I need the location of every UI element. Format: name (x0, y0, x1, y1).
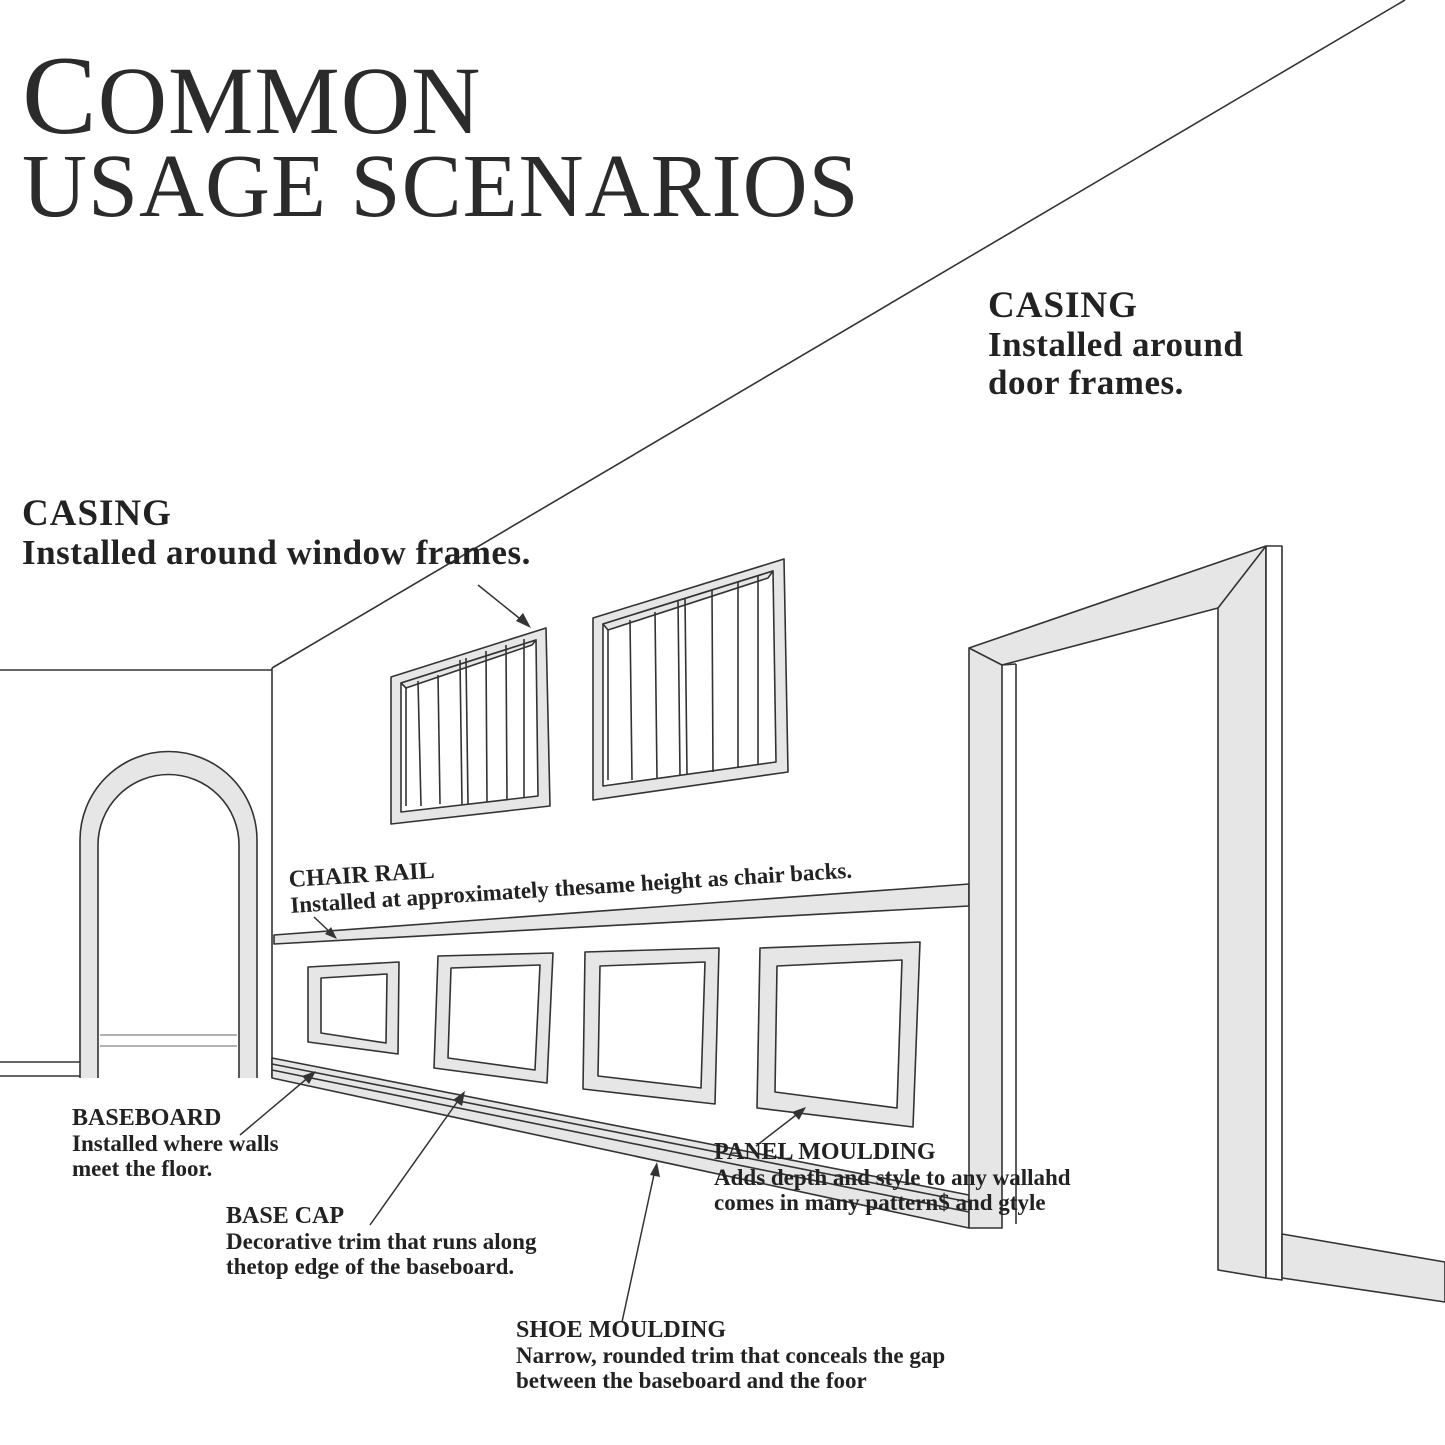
page-title-line2: USAGE SCENARIOS (22, 137, 860, 236)
panel-moulding-heading: PANEL MOULDING (714, 1139, 936, 1165)
baseboard-heading: BASEBOARD (72, 1105, 222, 1131)
panel-moulding-line1: Adds depth and style to any wallahd (714, 1164, 1071, 1190)
casing-window-line1: Installed around window frames. (22, 532, 531, 572)
arrow-panel-moulding (755, 1107, 806, 1147)
window-right (592, 558, 789, 801)
baseboard-assembly (271, 1057, 970, 1229)
baseboard-line1: Installed where walls (72, 1130, 279, 1156)
shoe-moulding-line1: Narrow, rounded trim that conceals the g… (516, 1342, 946, 1368)
casing-door-line1: Installed around (988, 324, 1244, 364)
title-rest: OMMON (97, 47, 482, 154)
base-cap-heading: BASE CAP (226, 1203, 345, 1229)
label-base-cap: BASE CAP Decorative trim that runs along… (226, 1203, 537, 1280)
arrow-baseboard (239, 1071, 316, 1136)
casing-door-heading: CASING (988, 285, 1138, 326)
label-casing-window: CASING Installed around window frames. (22, 494, 531, 572)
label-panel-moulding: PANEL MOULDING Adds depth and style to a… (714, 1139, 1071, 1216)
panel-moulding-line2: comes in many pattern$ and gtyle (714, 1189, 1046, 1215)
ceiling-line (271, 0, 1406, 669)
window-left (390, 627, 551, 825)
door-casing (968, 545, 1283, 1281)
label-casing-door: CASING Installed around door frames. (988, 286, 1243, 402)
wall-panel-1 (307, 961, 400, 1055)
wall-panel-3 (582, 947, 720, 1105)
door-floor-trim (1281, 1233, 1445, 1303)
arrow-chair-rail (313, 916, 337, 939)
baseboard-line2: meet the floor. (72, 1155, 213, 1181)
title-initial: C (22, 34, 98, 158)
base-cap-line2: thetop edge of the baseboard. (226, 1253, 515, 1279)
shoe-moulding-heading: SHOE MOULDING (516, 1317, 727, 1343)
page-title-line1: COMMON (22, 40, 481, 152)
wall-panel-2 (433, 952, 554, 1084)
arch-doorway (0, 750, 258, 1078)
casing-window-heading: CASING (22, 493, 172, 534)
arrow-shoe-moulding (621, 1162, 660, 1323)
shoe-moulding-line2: between the baseboard and the foor (516, 1367, 867, 1393)
arrow-base-cap (369, 1091, 465, 1226)
wall-panel-4 (756, 941, 921, 1128)
label-shoe-moulding: SHOE MOULDING Narrow, rounded trim that … (516, 1317, 946, 1394)
casing-door-line2: door frames. (988, 362, 1184, 402)
arrow-casing-window (477, 584, 531, 628)
base-cap-line1: Decorative trim that runs along (226, 1228, 537, 1254)
label-baseboard: BASEBOARD Installed where walls meet the… (72, 1105, 279, 1182)
